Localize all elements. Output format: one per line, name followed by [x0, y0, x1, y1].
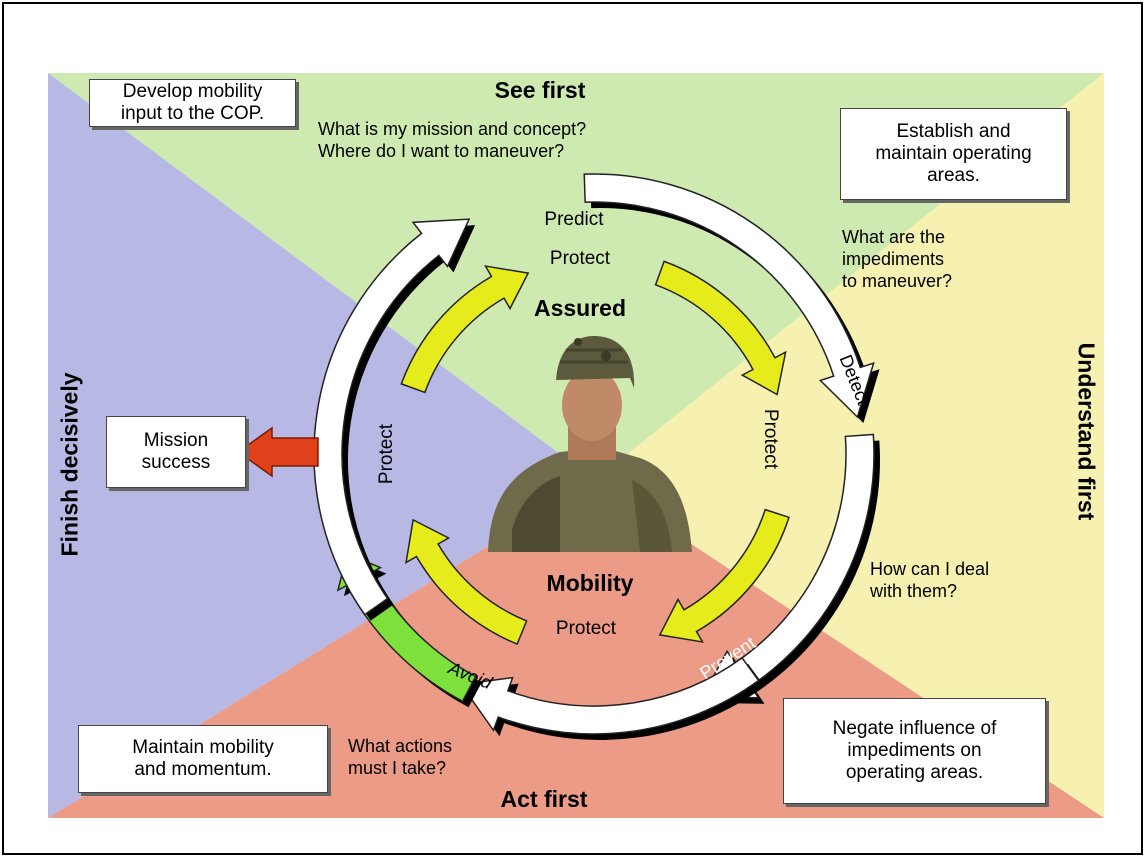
mobility-label: Mobility — [546, 570, 634, 596]
soldier-image — [488, 336, 692, 552]
protect-label-top: Protect — [549, 248, 611, 269]
heading-see-first: See first — [494, 77, 586, 103]
box-develop-mobility-input: Develop mobility input to the COP. — [89, 79, 296, 127]
protect-label-bottom: Protect — [555, 618, 617, 639]
predict-label: Predict — [544, 209, 604, 230]
protect-label-left: Protect — [376, 423, 397, 485]
mission-success-arrow — [236, 426, 319, 478]
box-establish-operating-areas: Establish and maintain operating areas. — [840, 108, 1067, 200]
box-mission-success: Mission success — [106, 416, 246, 488]
heading-understand-first: Understand first — [1073, 342, 1100, 521]
return-arrow — [313, 218, 471, 616]
outer-ring — [313, 173, 880, 740]
assured-label: Assured — [533, 295, 627, 321]
heading-act-first: Act first — [500, 786, 588, 812]
box-negate-influence: Negate influence of impediments on opera… — [783, 698, 1046, 804]
protect-label-right: Protect — [760, 408, 781, 470]
question-impediments: What are the impediments to maneuver? — [842, 227, 953, 291]
question-actions: What actions must I take? — [348, 736, 453, 778]
inner-ring — [400, 260, 790, 646]
inner-arrow-bottom-right — [658, 508, 790, 643]
box-maintain-mobility: Maintain mobility and momentum. — [78, 725, 328, 793]
question-mission-concept: What is my mission and concept? Where do… — [318, 119, 587, 161]
predict-arrow — [583, 173, 875, 419]
inner-arrow-bottom-left — [405, 518, 528, 646]
inner-arrow-top-left — [400, 265, 530, 394]
heading-finish-decisively: Finish decisively — [56, 372, 83, 557]
question-deal-with-them: How can I deal with them? — [870, 559, 990, 601]
inner-arrow-top-right — [654, 260, 787, 396]
